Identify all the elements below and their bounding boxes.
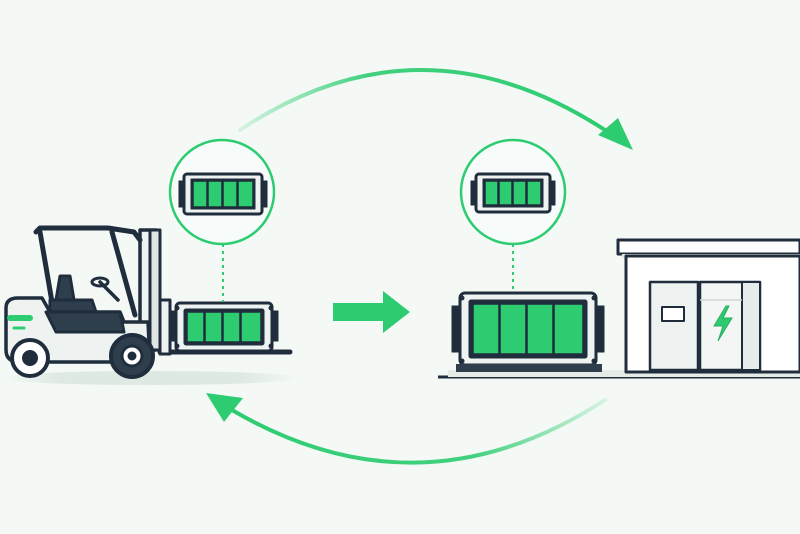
charging-station-icon [616,238,800,374]
forklift-battery-icon [169,301,279,353]
forklift-shadow [0,371,300,385]
lightning-bolt-icon [713,305,733,342]
station-battery-base [456,364,602,372]
station-floor [448,370,800,377]
transfer-arrow-icon [333,291,410,333]
forklift-battery-zoom [168,138,276,302]
station-battery-zoom [459,138,567,292]
battery-icon [470,172,556,214]
bottom-cycle-arrow-icon [206,393,607,465]
top-cycle-arrow-icon [238,68,633,150]
station-battery-icon [451,291,605,367]
battery-icon [178,172,268,216]
